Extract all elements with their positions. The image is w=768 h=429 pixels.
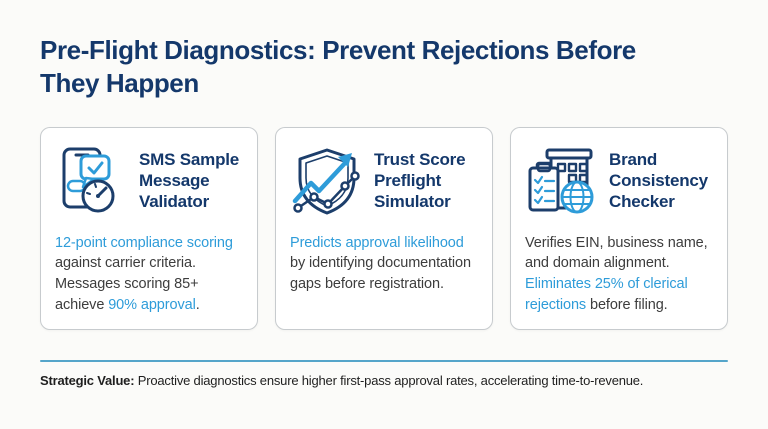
divider-line [40,359,728,362]
strategic-value-body: Proactive diagnostics ensure higher firs… [134,372,644,388]
card-description: Predicts approval likelihood by identify… [290,233,478,295]
card-title: SMS Sample Message Validator [139,149,240,212]
description-segment: Eliminates 25% of clerical rejections [525,276,688,313]
page-title-line-2: They Happen [40,68,199,99]
strategic-value-text: Strategic Value: Proactive diagnostics e… [40,373,728,388]
description-segment: Predicts approval likelihood [290,234,464,251]
sms-validator-icon [62,147,115,213]
card-brand-checker: Brand Consistency Checker Verifies EIN, … [510,126,728,330]
card-header: Trust Score Preflight Simulator [290,141,478,221]
description-segment: against carrier criteria. Messages scori… [55,255,199,313]
page-title: Pre-Flight Diagnostics: Prevent Rejectio… [40,34,728,101]
strategic-value-label: Strategic Value: [40,372,135,388]
card-description: 12-point compliance scoring against carr… [55,233,243,316]
card-title: Brand Consistency Checker [609,149,708,212]
description-segment: . [195,296,200,313]
card-header: Brand Consistency Checker [525,141,713,221]
card-sms-validator: SMS Sample Message Validator 12-point co… [40,126,258,330]
card-header: SMS Sample Message Validator [55,141,243,221]
description-segment: by identifying documentation gaps before… [290,255,471,292]
card-description: Verifies EIN, business name, and domain … [525,233,713,316]
description-segment: before filing. [586,296,668,313]
brand-checker-icon [528,148,594,214]
description-segment: Verifies EIN, business name, and domain … [525,234,708,272]
trust-score-icon [292,148,360,215]
description-segment: 90% approval [108,296,196,313]
card-trust-score: Trust Score Preflight Simulator Predicts… [275,126,493,330]
card-title: Trust Score Preflight Simulator [374,149,466,212]
feature-cards: SMS Sample Message Validator 12-point co… [40,126,728,330]
description-segment: 12-point compliance scoring [55,234,233,251]
page-title-line-1: Pre-Flight Diagnostics: Prevent Rejectio… [40,35,636,65]
